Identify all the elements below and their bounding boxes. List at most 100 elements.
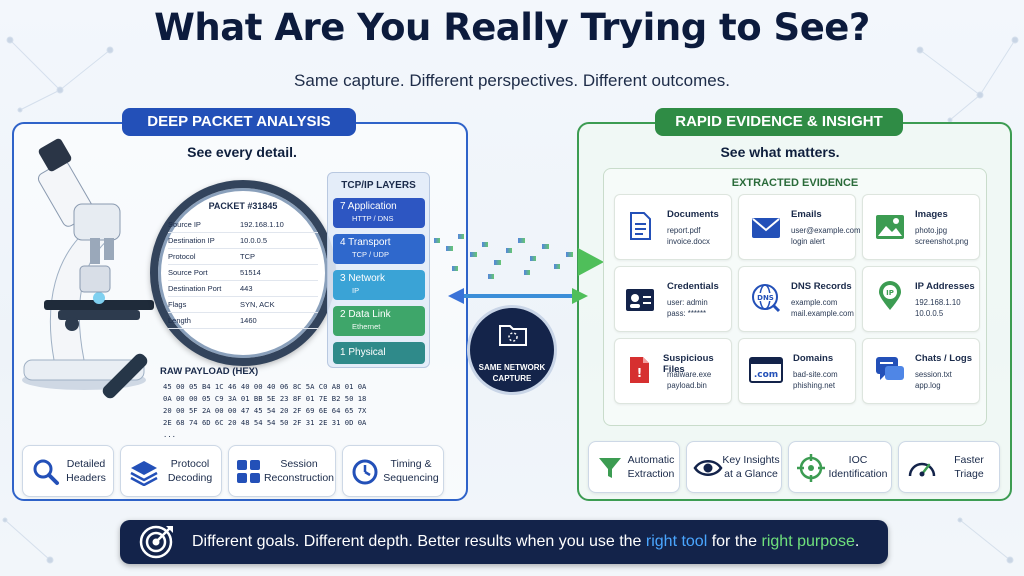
document-icon [630, 212, 651, 240]
feature-key-insights: Key Insights at a Glance [686, 441, 782, 493]
hex-line: 0A 00 00 05 C9 3A 01 BB 5E 23 8F 01 7E B… [163, 394, 367, 403]
feature-label: Timing & Sequencing [383, 458, 439, 484]
dns-icon: DNS [752, 284, 781, 313]
page-title: What Are You Really Trying to See? [154, 6, 870, 49]
extracted-evidence-title: EXTRACTED EVIDENCE [731, 177, 859, 189]
evidence-card-item: bad-site.com [793, 370, 838, 379]
location-pin-icon: IP [879, 281, 901, 310]
feature-faster-triage: Faster Triage [898, 441, 1000, 493]
rapid-evidence-heading: RAPID EVIDENCE & INSIGHT [655, 108, 903, 136]
feature-timing-sequencing: Timing & Sequencing [342, 445, 444, 497]
packet-field-key: Destination Port [168, 284, 222, 293]
id-card-icon [626, 289, 654, 311]
conclusion-highlight-tool: right tool [645, 533, 708, 550]
funnel-icon [599, 458, 621, 478]
packet-field-value: 51514 [240, 268, 261, 277]
packet-field-key: Length [168, 316, 191, 325]
evidence-card-item: login alert [791, 237, 825, 246]
evidence-card-item: mail.example.com [791, 309, 854, 318]
evidence-card-item: malware.exe [667, 370, 712, 379]
layers-icon [130, 461, 158, 486]
feature-label: Faster Triage [954, 454, 984, 480]
capture-label: SAME NETWORK CAPTURE [467, 362, 557, 384]
feature-automatic-extraction: Automatic Extraction [588, 441, 680, 493]
crosshair-icon [797, 454, 825, 482]
domain-icon: .com [749, 357, 783, 383]
layer-label: 3 Network [340, 273, 386, 284]
packet-field-value: SYN, ACK [240, 300, 275, 309]
evidence-card-credentials: Credentials user: admin pass: ****** [614, 266, 732, 332]
evidence-card-item: payload.bin [667, 381, 707, 390]
evidence-card-title: Suspicious Files [663, 353, 714, 375]
email-icon [752, 218, 780, 238]
evidence-card-title: Chats / Logs [915, 353, 973, 364]
conclusion-text-part: . [854, 533, 860, 550]
conclusion-highlight-purpose: right purpose [761, 533, 855, 550]
same-network-capture-badge [467, 305, 557, 395]
svg-text:.com: .com [754, 370, 778, 380]
evidence-card-item: screenshot.png [915, 237, 969, 246]
hex-line: 45 00 05 B4 1C 46 40 00 40 06 8C 5A C0 A… [163, 382, 367, 391]
packet-field-key: Destination IP [168, 236, 215, 245]
capture-label-line: CAPTURE [492, 374, 532, 383]
evidence-card-chats-logs: Chats / Logs session.txt app.log [862, 338, 980, 404]
layer-sublabel: Ethernet [352, 322, 381, 331]
hex-line: 20 00 5F 2A 00 00 47 45 54 20 2F 69 6E 6… [163, 406, 367, 415]
packet-field-value: 443 [240, 284, 253, 293]
conclusion-text-part: Different goals. Different depth. Better… [192, 533, 646, 550]
layer-sublabel: TCP / UDP [352, 250, 389, 259]
feature-label: Automatic Extraction [627, 454, 675, 480]
layer-label: 4 Transport [340, 237, 391, 248]
hex-line: ... [163, 430, 176, 439]
deep-packet-heading: DEEP PACKET ANALYSIS [122, 108, 356, 136]
svg-text:IP: IP [886, 289, 894, 297]
packet-field-key: Source IP [168, 220, 201, 229]
capture-label-line: SAME NETWORK [478, 363, 546, 372]
clock-icon [352, 459, 378, 485]
packet-field-key: Protocol [168, 252, 196, 261]
evidence-card-item: session.txt [915, 370, 952, 379]
eye-icon [693, 460, 723, 476]
svg-text:DNS: DNS [757, 294, 774, 302]
magnifier-lens [150, 180, 336, 366]
evidence-card-title: Images [915, 209, 948, 220]
evidence-card-item: pass: ****** [667, 309, 707, 318]
evidence-card-item: user@example.com [791, 226, 861, 235]
layer-label: 1 Physical [340, 347, 386, 358]
feature-detailed-headers: Detailed Headers [22, 445, 114, 497]
evidence-card-ip-addresses: IP IP Addresses 192.168.1.10 10.0.0.5 [862, 266, 980, 332]
right-tagline: See what matters. [720, 144, 840, 160]
svg-text:!: ! [637, 366, 642, 380]
evidence-card-dns-records: DNS DNS Records example.com mail.example… [738, 266, 856, 332]
evidence-card-domains: .com Domains bad-site.com phishing.net [738, 338, 856, 404]
conclusion-banner [120, 520, 888, 564]
data-stream-arrow [434, 234, 604, 304]
magnifier-icon [33, 459, 59, 485]
left-tagline: See every detail. [187, 144, 297, 160]
feature-protocol-decoding: Protocol Decoding [120, 445, 222, 497]
warning-file-icon: ! [630, 357, 649, 383]
evidence-card-title: Emails [791, 209, 822, 220]
layer-label: 2 Data Link [340, 309, 391, 320]
grid-icon [237, 460, 260, 483]
layer-label: 7 Application [340, 201, 397, 212]
evidence-card-emails: Emails user@example.com login alert [738, 194, 860, 260]
evidence-card-item: 10.0.0.5 [915, 309, 944, 318]
feature-label: Key Insights at a Glance [722, 454, 780, 480]
raw-payload-title: RAW PAYLOAD (HEX) [160, 366, 259, 377]
evidence-card-title: Domains [793, 353, 834, 364]
evidence-card-item: user: admin [667, 298, 708, 307]
layer-sublabel: IP [352, 286, 360, 295]
evidence-card-item: invoice.docx [667, 237, 710, 246]
evidence-card-item: photo.jpg [915, 226, 948, 235]
hex-line: 2E 68 74 6D 6C 20 48 54 54 50 2F 31 2E 3… [163, 418, 367, 427]
